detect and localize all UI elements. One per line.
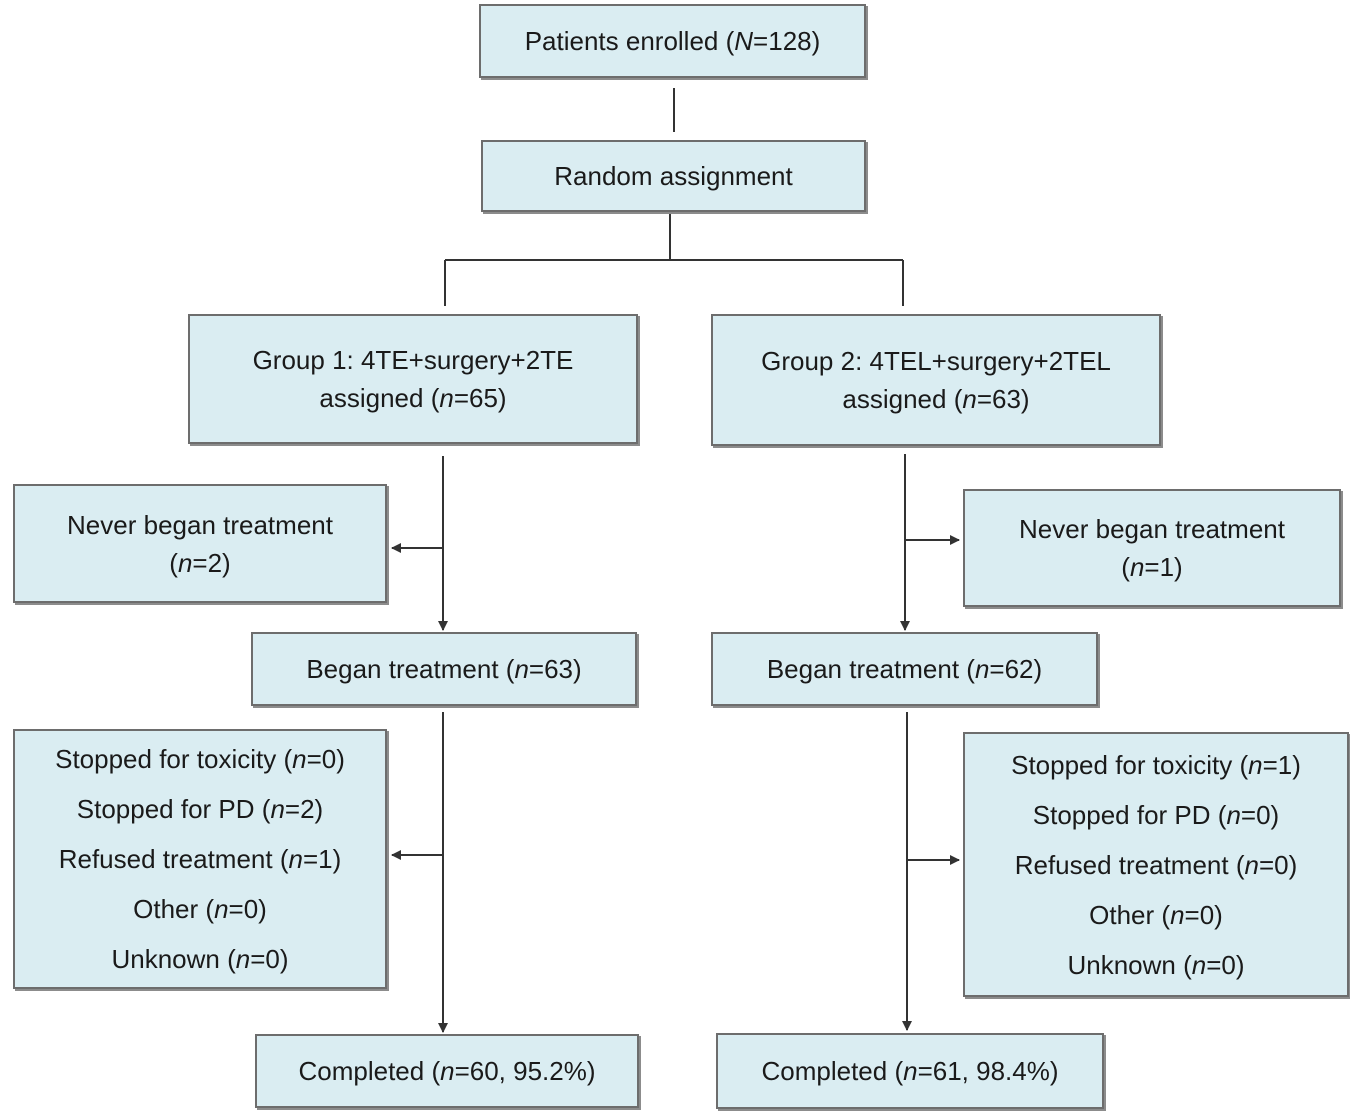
group2-stopped-pd: Stopped for PD (n=0) [1032, 799, 1280, 830]
group1-never-began-label: Never began treatment [67, 509, 333, 540]
group1-never-began-count: (n=2) [169, 547, 231, 578]
group2-completed-label: Completed (n=61, 98.4%) [761, 1056, 1059, 1086]
group2-never-began-label: Never began treatment [1019, 514, 1285, 544]
group1-stopped-toxicity: Stopped for toxicity (n=0) [55, 744, 345, 774]
group2-stopped-toxicity: Stopped for toxicity (n=1) [1011, 749, 1301, 780]
group1-other: Other (n=0) [133, 894, 267, 924]
group2-discontinued-box: Stopped for toxicity (n=1) Stopped for P… [963, 732, 1349, 997]
group1-assigned-box: Group 1: 4TE+surgery+2TE assigned (n=65) [188, 314, 638, 444]
group1-began-label: Began treatment (n=63) [306, 654, 582, 684]
group2-assigned-box: Group 2: 4TEL+surgery+2TEL assigned (n=6… [711, 314, 1161, 446]
group1-title: Group 1: 4TE+surgery+2TE [252, 345, 574, 375]
group1-refused-treatment: Refused treatment (n=1) [58, 844, 342, 874]
group2-refused-treatment: Refused treatment (n=0) [1014, 849, 1298, 880]
group2-title: Group 2: 4TEL+surgery+2TEL [761, 346, 1111, 376]
group1-unknown: Unknown (n=0) [111, 944, 289, 974]
group2-never-began-box: Never began treatment (n=1) [963, 489, 1341, 607]
random-assignment-box: Random assignment [481, 140, 866, 212]
group2-unknown: Unknown (n=0) [1067, 949, 1245, 980]
group1-stopped-pd: Stopped for PD (n=2) [76, 794, 324, 824]
group2-began-box: Began treatment (n=62) [711, 632, 1098, 706]
group2-assigned-count: assigned (n=63) [842, 384, 1030, 414]
group1-never-began-box: Never began treatment (n=2) [13, 484, 387, 603]
random-assignment-label: Random assignment [554, 161, 793, 191]
enrolled-box: Patients enrolled (N=128) [479, 4, 866, 78]
enrolled-label: Patients enrolled (N=128) [524, 26, 821, 56]
group2-other: Other (n=0) [1089, 899, 1223, 930]
group1-began-box: Began treatment (n=63) [251, 632, 637, 706]
group2-never-began-count: (n=1) [1121, 552, 1183, 582]
group2-completed-box: Completed (n=61, 98.4%) [716, 1033, 1104, 1109]
group2-began-label: Began treatment (n=62) [766, 654, 1043, 684]
group1-discontinued-box: Stopped for toxicity (n=0) Stopped for P… [13, 729, 387, 989]
group1-completed-label: Completed (n=60, 95.2%) [298, 1056, 596, 1086]
group1-assigned-count: assigned (n=65) [319, 383, 507, 413]
group1-completed-box: Completed (n=60, 95.2%) [255, 1034, 639, 1108]
